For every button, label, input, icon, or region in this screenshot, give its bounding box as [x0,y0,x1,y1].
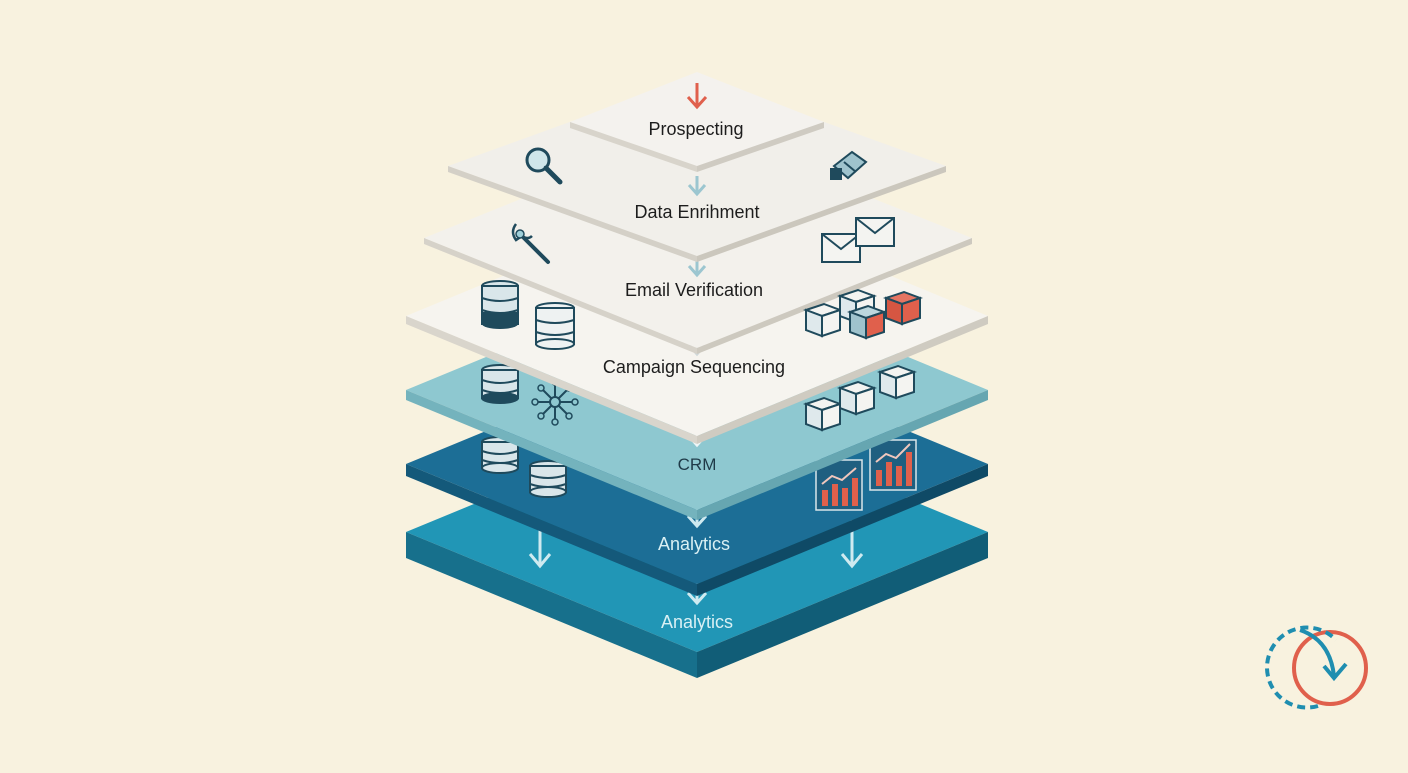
cubes-icon [803,364,917,432]
database-icon [529,460,567,498]
cubes-icon [803,288,923,340]
down-arrow-icon [686,83,708,110]
database-icon [481,280,519,329]
database-icon [535,302,575,350]
tag-icon [830,150,868,180]
layer-label-analytics-bottom: Analytics [661,612,733,632]
bar-chart-icon [815,459,863,511]
layer-label-email-verification: Email Verification [625,280,763,300]
bar-chart-icon [869,439,917,491]
layer-label-campaign-sequencing: Campaign Sequencing [603,357,785,377]
database-icon [481,364,519,404]
envelopes-icon [821,217,895,263]
wrench-icon [511,223,550,264]
layer-label-prospecting: Prospecting [648,119,743,139]
layer-label-crm: CRM [678,455,717,474]
database-icon [481,436,519,474]
layer-prospecting: Prospecting [570,72,868,180]
refresh-cycle-icon [1265,625,1368,710]
layer-label-data-enrichment: Data Enrihment [634,202,759,222]
layer-label-analytics: Analytics [658,534,730,554]
magnifier-icon [525,147,563,185]
